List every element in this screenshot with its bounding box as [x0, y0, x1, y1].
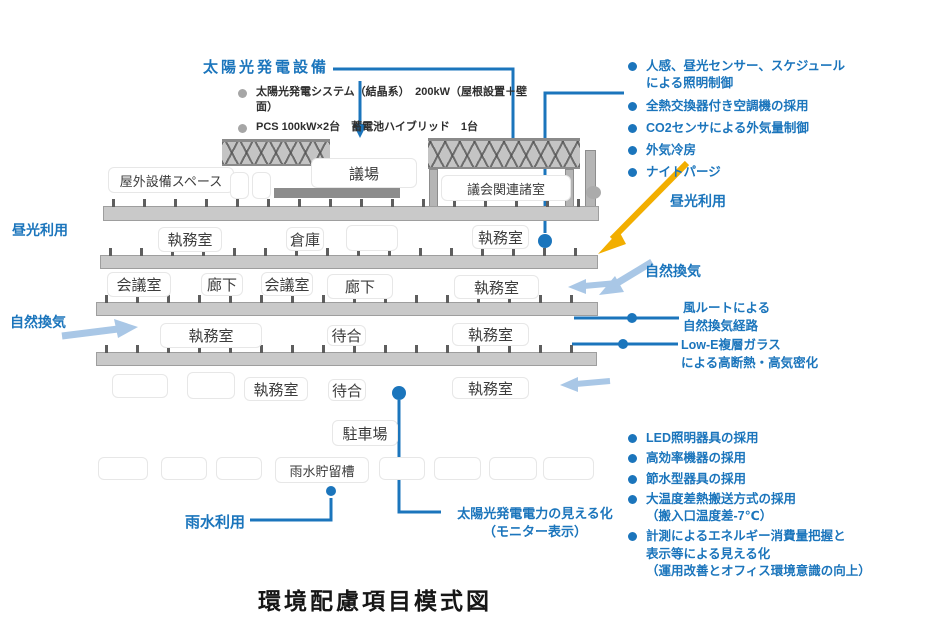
list-item-label: LED照明器具の採用 [646, 431, 759, 445]
list-item-label: 太陽光発電システム（結晶系） 200kW（屋根設置＋壁面） [256, 86, 528, 114]
connector-dot [392, 386, 406, 400]
roof-vent-blob [586, 186, 601, 199]
floor-slab-1 [103, 199, 599, 221]
list-item: 外気冷房 [628, 142, 938, 159]
wind-route-label: 風ルートによる 自然換気経路 [683, 301, 771, 333]
room-corridor: 廊下 [201, 273, 243, 296]
diagram-caption: 環境配慮項目模式図 [258, 588, 492, 614]
room-office: 執務室 [160, 323, 262, 348]
list-item-label: 高効率機器の採用 [646, 451, 747, 466]
daylight-label-right: 昼光利用 [670, 193, 726, 209]
list-item: 高効率機器の採用 [628, 450, 948, 467]
room-blank [346, 225, 398, 251]
bullet-icon [238, 89, 247, 98]
room-waiting: 待合 [328, 379, 366, 401]
roof-truss-right [428, 138, 580, 169]
room-corridor: 廊下 [327, 274, 393, 299]
list-item-label: PCS 100kW×2台 蓄電池ハイブリッド 1台 [256, 121, 478, 134]
room-office: 執務室 [454, 275, 539, 299]
room-storage: 倉庫 [286, 227, 324, 251]
list-item-label: 人感、昼光センサー、スケジュール による照明制御 [646, 59, 846, 91]
daylight-label-left: 昼光利用 [12, 222, 68, 238]
room-blank [161, 457, 207, 480]
list-item-label: 大温度差熱搬送方式の採用 （搬入口温度差-7℃） [646, 491, 797, 523]
list-item-label: 計測によるエネルギー消費量把握と 表示等による見える化 （運用改善とオフィス環境… [646, 529, 871, 578]
connector-dot [538, 234, 552, 248]
room-assembly-hall: 議場 [311, 158, 417, 188]
bullet-icon [628, 146, 637, 155]
bullet-icon [628, 434, 637, 443]
room-office: 執務室 [452, 377, 529, 399]
bullet-icon [628, 101, 637, 111]
solar-monitor-label: 太陽光発電電力の見える化 （モニター表示） [457, 506, 613, 540]
list-item-label: 外気冷房 [646, 143, 697, 157]
bullet-icon [628, 532, 637, 542]
room-blank [112, 374, 168, 398]
list-item: 全熱交換器付き空調機の採用 [628, 98, 938, 115]
room-waiting: 待合 [327, 325, 366, 346]
room-assembly-related: 議会関連諸室 [441, 175, 571, 201]
connector-dot [618, 339, 628, 349]
connector-dot [627, 313, 637, 323]
room-blank [216, 457, 262, 480]
hvac-lighting-list: 人感、昼光センサー、スケジュール による照明制御 全熱交換器付き空調機の採用 C… [628, 58, 938, 187]
list-item-label: 節水型器具の採用 [646, 471, 747, 486]
natural-vent-label-right: 自然換気 [645, 263, 701, 279]
room-rainwater-tank: 雨水貯留槽 [275, 457, 369, 483]
rainwater-use-label: 雨水利用 [185, 514, 246, 531]
bullet-icon [628, 474, 637, 484]
room-blank [98, 457, 148, 480]
floor-slab-2 [100, 248, 598, 269]
solar-equipment-list: 太陽光発電システム（結晶系） 200kW（屋根設置＋壁面） PCS 100kW×… [238, 85, 538, 141]
chamber-ceiling-bar [274, 188, 400, 198]
list-item: ナイトパージ [628, 164, 938, 181]
equipment-measures-list: LED照明器具の採用 高効率機器の採用 節水型器具の採用 大温度差熱搬送方式の採… [628, 430, 948, 585]
room-blank [252, 172, 271, 199]
floor-slab-4 [96, 345, 597, 366]
list-item: 人感、昼光センサー、スケジュール による照明制御 [628, 58, 938, 93]
connector-dot [326, 486, 336, 496]
bullet-icon [628, 454, 637, 464]
room-meeting: 会議室 [107, 272, 171, 297]
room-parking: 駐車場 [332, 420, 398, 446]
room-blank [489, 457, 537, 480]
bullet-icon [238, 124, 247, 134]
room-blank [543, 457, 594, 480]
room-outdoor-equipment: 屋外設備スペース [108, 167, 234, 193]
list-item-label: CO2センサによる外気量制御 [646, 120, 809, 135]
solar-equipment-title: 太陽光発電設備 [203, 59, 330, 76]
list-item: PCS 100kW×2台 蓄電池ハイブリッド 1台 [238, 120, 538, 135]
list-item: 太陽光発電システム（結晶系） 200kW（屋根設置＋壁面） [238, 85, 538, 115]
room-blank [187, 372, 235, 399]
list-item-label: 全熱交換器付き空調機の採用 [646, 98, 809, 113]
room-office: 執務室 [472, 225, 529, 249]
list-item: LED照明器具の採用 [628, 430, 948, 447]
room-office: 執務室 [452, 323, 529, 346]
bullet-icon [628, 494, 637, 504]
room-blank [230, 172, 249, 199]
room-blank [379, 457, 425, 480]
lowe-glass-label: Low-E複層ガラス による高断熱・高気密化 [681, 338, 819, 370]
roof-truss-left [222, 139, 330, 166]
floor-slab-3 [96, 295, 598, 316]
list-item: CO2センサによる外気量制御 [628, 120, 938, 137]
room-office: 執務室 [244, 377, 308, 401]
room-blank [434, 457, 481, 480]
natural-vent-label-left: 自然換気 [10, 314, 66, 330]
bullet-icon [628, 168, 637, 178]
room-meeting: 会議室 [261, 272, 313, 296]
bullet-icon [628, 62, 637, 71]
list-item: 節水型器具の採用 [628, 471, 948, 488]
list-item: 大温度差熱搬送方式の採用 （搬入口温度差-7℃） [628, 491, 948, 526]
bullet-icon [628, 123, 637, 133]
list-item-label: ナイトパージ [646, 165, 721, 180]
room-office: 執務室 [158, 227, 222, 252]
list-item: 計測によるエネルギー消費量把握と 表示等による見える化 （運用改善とオフィス環境… [628, 528, 948, 580]
